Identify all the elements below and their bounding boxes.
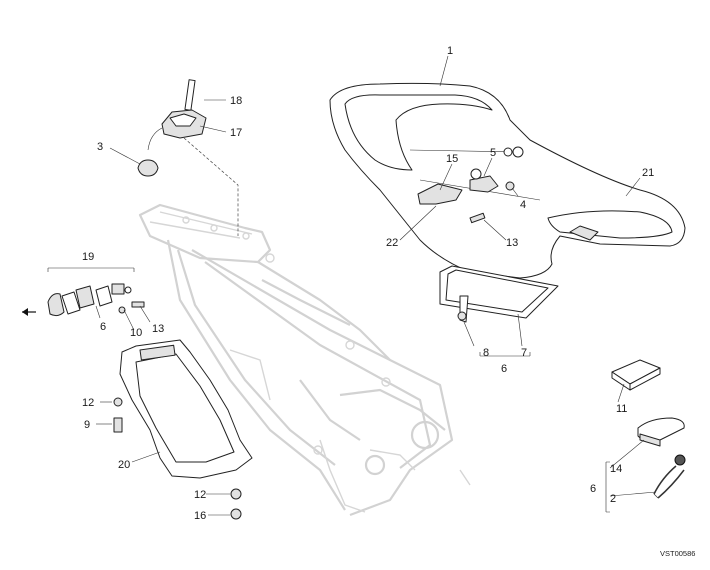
callout-3: 3: [97, 141, 103, 153]
seat-latch-parts: [417, 146, 524, 224]
callout-9: 9: [84, 419, 90, 431]
passenger-peg-assembly: [22, 267, 145, 317]
callout-19: 19: [82, 251, 94, 263]
callout-6-compartment: 6: [501, 363, 507, 375]
leader-lines: [95, 55, 657, 516]
callout-13-seat: 13: [506, 237, 518, 249]
callout-14: 14: [610, 463, 622, 475]
callout-1: 1: [447, 45, 453, 57]
tool-compartment: [439, 265, 559, 323]
callout-17: 17: [230, 127, 242, 139]
drawing-code: VST00586: [660, 549, 695, 558]
callout-16: 16: [194, 510, 206, 522]
callout-22: 22: [386, 237, 398, 249]
callout-10: 10: [130, 327, 142, 339]
callout-21: 21: [642, 167, 654, 179]
callout-labels: 1 18 17 3 15 5 4 21 22 13 19 6 10 13 8 7…: [82, 45, 695, 558]
undertray: [113, 339, 253, 520]
callout-18: 18: [230, 95, 242, 107]
callout-20: 20: [118, 459, 130, 471]
callout-8: 8: [483, 347, 489, 359]
callout-4: 4: [520, 199, 526, 211]
callout-6-peg: 6: [100, 321, 106, 333]
callout-7: 7: [521, 347, 527, 359]
callout-6-kit: 6: [590, 483, 596, 495]
callout-12-top: 12: [82, 397, 94, 409]
seat: [329, 82, 686, 279]
callout-12-bottom: 12: [194, 489, 206, 501]
subframe: [138, 203, 471, 517]
callout-5: 5: [490, 147, 496, 159]
seat-latch-assembly: [137, 79, 239, 236]
callout-2: 2: [610, 493, 616, 505]
accessories: [611, 359, 686, 499]
callout-15: 15: [446, 153, 458, 165]
callout-11: 11: [616, 403, 627, 415]
callout-13-peg: 13: [152, 323, 164, 335]
